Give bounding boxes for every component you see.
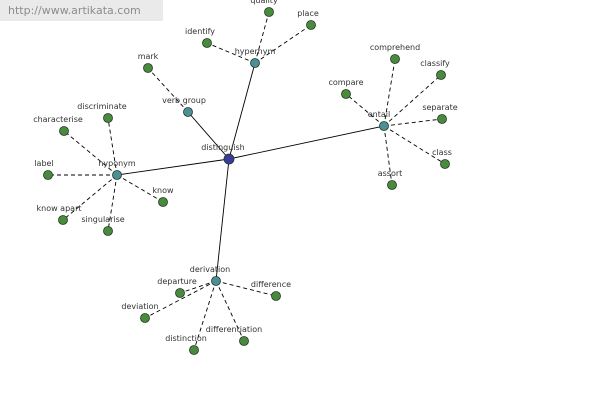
leaf-node-singularise-label: singularise [81,215,124,224]
leaf-node-label-label: label [34,159,53,168]
leaf-node-label[interactable] [43,170,53,180]
leaf-node-characterise-label: characterise [33,115,83,124]
leaf-node-assort-label: assort [378,169,403,178]
leaf-node-comprehend[interactable] [390,54,400,64]
leaf-node-departure-label: departure [157,277,197,286]
edge-hyponym-know-apart [62,174,118,221]
edge-hyponym-know [116,174,164,203]
edge-distinguish-derivation [215,158,230,282]
edge-entail-assort [383,125,393,186]
leaf-node-characterise[interactable] [59,126,69,136]
root-node-distinguish-label: distinguish [201,143,245,152]
relation-node-derivation-label: derivation [190,265,230,274]
relation-node-entail[interactable] [379,121,389,131]
edge-verb-group-mark [147,67,189,113]
leaf-node-identify[interactable] [202,38,212,48]
leaf-node-compare-label: compare [328,78,363,87]
edge-hypernym-identify [206,42,256,64]
relation-node-hypernym-label: hypernym [235,47,276,56]
site-watermark: http://www.artikata.com [0,0,163,21]
leaf-node-departure[interactable] [175,288,185,298]
edge-entail-separate [383,118,443,127]
edges-layer [48,11,446,351]
leaf-node-quality-label: quality [250,0,278,5]
leaf-node-class[interactable] [440,159,450,169]
leaf-node-know-apart[interactable] [58,215,68,225]
relation-node-derivation[interactable] [211,276,221,286]
edge-distinguish-entail [228,125,385,160]
nodes-layer [43,7,450,355]
leaf-node-mark-label: mark [138,52,159,61]
leaf-node-distinction-label: distinction [165,334,207,343]
leaf-node-compare[interactable] [341,89,351,99]
edge-distinguish-hypernym [228,62,256,160]
edge-distinguish-hyponym [116,158,230,176]
leaf-node-discriminate[interactable] [103,113,113,123]
edge-hypernym-quality [254,11,270,64]
leaf-node-difference-label: difference [251,280,291,289]
leaf-node-identify-label: identify [185,27,215,36]
edge-entail-compare [345,93,385,127]
leaf-node-classify-label: classify [420,59,450,68]
edge-hyponym-characterise [63,130,118,176]
edge-derivation-deviation [144,280,217,319]
edge-hypernym-place [254,24,312,64]
leaf-node-class-label: class [432,148,452,157]
leaf-node-deviation[interactable] [140,313,150,323]
leaf-node-singularise[interactable] [103,226,113,236]
root-node-distinguish[interactable] [223,153,235,165]
edge-entail-class [383,125,446,165]
leaf-node-know[interactable] [158,197,168,207]
leaf-node-classify[interactable] [436,70,446,80]
leaf-node-discriminate-label: discriminate [77,102,127,111]
leaf-node-separate[interactable] [437,114,447,124]
leaf-node-mark[interactable] [143,63,153,73]
edge-entail-classify [383,74,442,127]
relation-node-entail-label: entail [368,110,390,119]
labels-layer: hypernym verb group entail hyponym derivatio… [33,0,458,343]
relation-node-verb-group[interactable] [183,107,193,117]
relation-node-hyponym-label: hyponym [98,159,136,168]
leaf-node-separate-label: separate [422,103,457,112]
edge-hyponym-discriminate [107,117,118,176]
edge-hyponym-singularise [107,174,118,232]
edge-entail-comprehend [383,58,396,127]
leaf-node-quality[interactable] [264,7,274,17]
leaf-node-distinction[interactable] [189,345,199,355]
leaf-node-know-apart-label: know apart [37,204,82,213]
leaf-node-differentiation[interactable] [239,336,249,346]
leaf-node-place-label: place [297,9,319,18]
leaf-node-deviation-label: deviation [121,302,158,311]
edge-derivation-departure [179,280,217,294]
edge-derivation-difference [215,280,277,297]
relation-node-hypernym[interactable] [250,58,260,68]
leaf-node-difference[interactable] [271,291,281,301]
leaf-node-comprehend-label: comprehend [370,43,420,52]
leaf-node-know-label: know [152,186,174,195]
relation-node-hyponym[interactable] [112,170,122,180]
leaf-node-place[interactable] [306,20,316,30]
leaf-node-differentiation-label: differentiation [206,325,262,334]
relation-node-verb-group-label: verb group [162,96,206,105]
edge-derivation-distinction [193,280,217,351]
leaf-node-assort[interactable] [387,180,397,190]
edge-distinguish-verb-group [187,111,230,160]
